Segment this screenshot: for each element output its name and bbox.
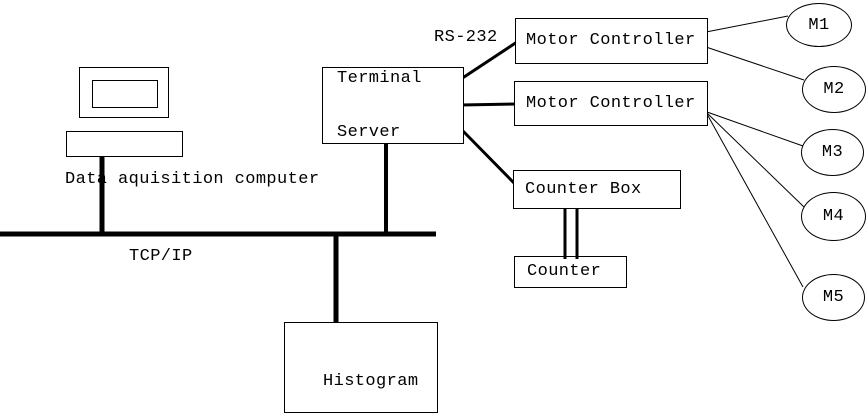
terminal-server-to-motor-controller-1-line — [460, 40, 518, 81]
motor-controller-2-label: Motor Controller — [526, 93, 696, 113]
motor-controller-2-to-m5-line — [706, 113, 804, 288]
counter-box-node: Counter Box — [513, 170, 681, 209]
motor-controller-2-node: Motor Controller — [514, 81, 708, 126]
motor-m4-ellipse: M4 — [801, 192, 866, 241]
counter-node: Counter — [514, 256, 627, 288]
motor-controller-1-node: Motor Controller — [515, 18, 708, 64]
data-acquisition-computer-label: Data aquisition computer — [65, 170, 320, 189]
motor-m1-ellipse: M1 — [786, 3, 852, 47]
motor-m5-label: M5 — [822, 288, 845, 307]
motor-m2-ellipse: M2 — [802, 66, 866, 113]
motor-controller-2-to-m4-line — [706, 112, 805, 208]
terminal-server-label-line2: Server — [337, 122, 401, 142]
histogram-memory-label-line1: Histogram — [323, 372, 419, 391]
motor-controller-1-to-m2-line — [705, 46, 805, 81]
tcpip-label: TCP/IP — [129, 247, 193, 266]
histogram-memory-node: Histogram Memory — [284, 322, 438, 413]
motor-m4-label: M4 — [822, 207, 845, 226]
motor-m2-label: M2 — [823, 80, 845, 99]
motor-m3-ellipse: M3 — [801, 129, 864, 176]
rs232-label: RS-232 — [434, 28, 498, 47]
motor-controller-1-label: Motor Controller — [526, 31, 696, 50]
motor-m3-label: M3 — [821, 143, 844, 162]
motor-m5-ellipse: M5 — [802, 274, 865, 321]
terminal-server-to-counter-box-line — [459, 127, 517, 186]
terminal-server-label-line1: Terminal — [337, 68, 422, 88]
terminal-server-to-motor-controller-2-line — [460, 102, 517, 107]
computer-screen-icon — [92, 80, 158, 108]
counter-label: Counter — [527, 262, 602, 281]
motor-m1-label: M1 — [808, 15, 830, 35]
terminal-server-node: Terminal Server — [322, 67, 464, 144]
counter-box-label: Counter Box — [525, 179, 642, 199]
motor-controller-2-to-m3-line — [706, 111, 804, 147]
computer-keyboard-icon — [66, 131, 183, 157]
motor-controller-1-to-m1-line — [705, 15, 789, 33]
